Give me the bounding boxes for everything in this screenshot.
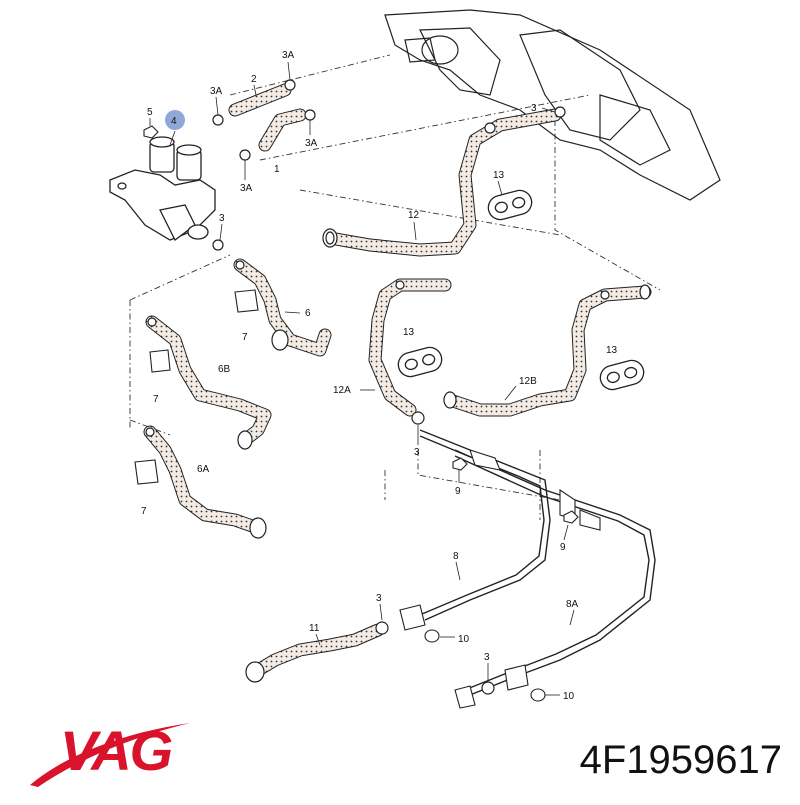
brand-logo-text: VAG [60, 719, 173, 782]
rubber-grommets [397, 189, 645, 391]
callout-label: 12A [333, 385, 351, 396]
brand-swoosh-icon [30, 723, 190, 787]
callout-label: 11 [309, 623, 320, 634]
callout-label: 2 [251, 74, 257, 85]
callout-label: 3 [531, 103, 537, 114]
callout-label: 10 [458, 634, 470, 645]
callout-label: 13 [606, 345, 618, 356]
callout-label: 13 [493, 170, 505, 181]
callout-label: 3A [282, 50, 295, 61]
callout-label: 6B [218, 364, 231, 375]
engine-block-outline [384, 9, 721, 201]
callout-label: 12 [408, 210, 420, 221]
callout-label: 10 [563, 691, 575, 702]
callout-label: 8 [453, 551, 459, 562]
callout-label: 3 [414, 447, 420, 458]
callout-label: 9 [455, 486, 461, 497]
coolant-hoses [143, 83, 652, 679]
callout-label: 5 [147, 107, 153, 118]
callout-label: 3 [219, 213, 225, 224]
callout-label: 6 [305, 308, 311, 319]
callout-labels: 2 3A 3A 3A 3A 1 5 4 3 3 12 13 13 13 6 7 … [141, 50, 618, 702]
callout-label-highlighted: 4 [171, 116, 177, 127]
metal-coolant-pipes [419, 429, 656, 696]
hose-end-fittings [237, 228, 651, 683]
callout-label: 3A [210, 86, 223, 97]
support-brackets [134, 289, 259, 485]
callout-label: 3A [305, 138, 318, 149]
callout-label: 12B [519, 376, 537, 387]
callout-label: 7 [153, 394, 159, 405]
highlight-marker [165, 110, 185, 130]
hose-clips [145, 79, 610, 695]
pipe-brackets [399, 449, 601, 709]
callout-label: 1 [274, 164, 280, 175]
callout-label: 13 [403, 327, 415, 338]
callout-label: 3A [240, 183, 253, 194]
callout-label: 9 [560, 542, 566, 553]
leader-lines [129, 54, 661, 520]
callout-label: 8A [566, 599, 579, 610]
callout-label: 7 [141, 506, 147, 517]
callout-label: 6A [197, 464, 210, 475]
callout-label: 3 [376, 593, 382, 604]
callout-label: 7 [242, 332, 248, 343]
callout-label: 3 [484, 652, 490, 663]
callout-leaders [149, 61, 575, 696]
coolant-shutoff-valve [109, 136, 216, 241]
part-number: 4F1959617 [579, 738, 782, 782]
